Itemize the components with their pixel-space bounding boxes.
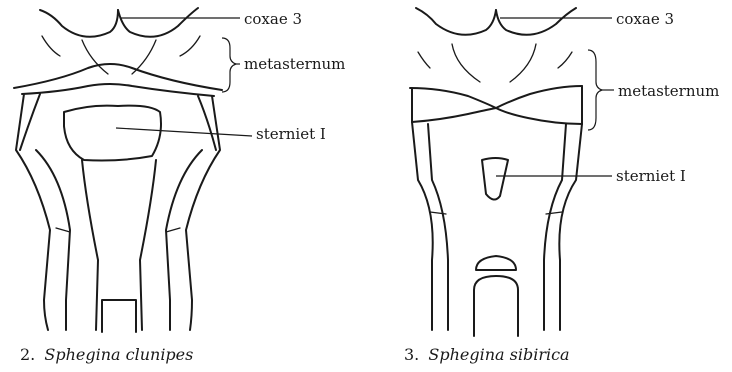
caption-left-species: Sphegina clunipes: [44, 345, 193, 364]
specimen-right-drawing: [410, 8, 582, 336]
leader-sterniet-left: [116, 128, 252, 136]
label-sterniet-right: sterniet I: [616, 167, 686, 185]
specimen-left-drawing: [14, 8, 222, 332]
brace-metasternum-left: [222, 38, 236, 92]
label-metasternum-right: metasternum: [618, 82, 719, 100]
label-coxae-right: coxae 3: [616, 10, 674, 28]
caption-right-species: Sphegina sibirica: [428, 345, 569, 364]
caption-right-number: 3.: [404, 345, 419, 364]
brace-metasternum-right: [588, 50, 602, 130]
caption-left-number: 2.: [20, 345, 35, 364]
caption-right: 3. Sphegina sibirica: [404, 345, 570, 364]
caption-left: 2. Sphegina clunipes: [20, 345, 193, 364]
label-metasternum-left: metasternum: [244, 55, 345, 73]
label-sterniet-left: sterniet I: [256, 125, 326, 143]
label-coxae-left: coxae 3: [244, 10, 302, 28]
